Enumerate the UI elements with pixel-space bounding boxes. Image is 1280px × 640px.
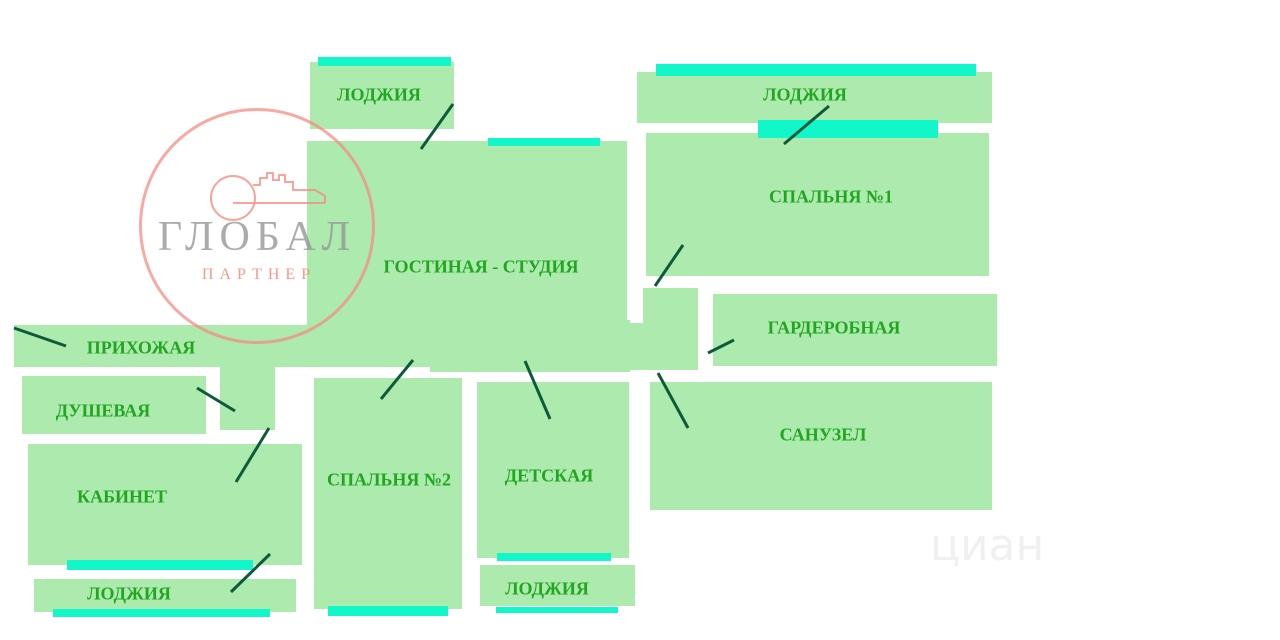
label-loggia-top-left: ЛОДЖИЯ (337, 84, 421, 105)
room-shower (22, 376, 206, 434)
window (656, 64, 976, 76)
cian-watermark: циан (930, 520, 1045, 571)
label-bathroom: САНУЗЕЛ (779, 424, 867, 445)
logo-subtitle: ПАРТНЕР (201, 266, 317, 283)
room-loggia-top-right (637, 72, 992, 123)
label-study: КАБИНЕТ (77, 486, 167, 507)
room-loggia-bottom (480, 565, 635, 606)
room-bedroom-1 (646, 133, 989, 276)
room-kids (477, 382, 629, 558)
room-living-studio-lower (430, 320, 630, 372)
room-passage (627, 323, 647, 370)
label-living-studio: ГОСТИНАЯ - СТУДИЯ (383, 256, 579, 277)
logo-circle (139, 108, 375, 344)
room-passage-2 (643, 288, 698, 370)
label-loggia-bottom: ЛОДЖИЯ (505, 578, 589, 599)
room-bathroom (650, 382, 992, 510)
room-loggia-bottom-left (34, 579, 296, 612)
logo-title: ГЛОБАЛ (157, 214, 357, 260)
window (488, 138, 600, 146)
room-study (28, 444, 302, 565)
label-bedroom-1: СПАЛЬНЯ №1 (769, 186, 893, 207)
window (758, 120, 938, 138)
window (318, 57, 451, 66)
label-kids-room: ДЕТСКАЯ (504, 465, 594, 486)
room-corridor (220, 360, 275, 430)
room-bedroom-2 (314, 378, 462, 609)
label-loggia-top-right: ЛОДЖИЯ (763, 84, 847, 105)
window (496, 607, 618, 613)
window (53, 609, 270, 617)
room-loggia-top-left (310, 62, 454, 129)
label-loggia-bottom-left: ЛОДЖИЯ (87, 583, 171, 604)
room-wardrobe (713, 294, 997, 366)
window (497, 553, 611, 561)
window (67, 560, 253, 570)
label-wardrobe: ГАРДЕРОБНАЯ (767, 317, 901, 338)
label-hallway: ПРИХОЖАЯ (86, 337, 196, 358)
key-icon (210, 172, 326, 221)
label-shower: ДУШЕВАЯ (55, 400, 151, 421)
window (328, 606, 448, 616)
label-bedroom-2: СПАЛЬНЯ №2 (327, 469, 451, 490)
